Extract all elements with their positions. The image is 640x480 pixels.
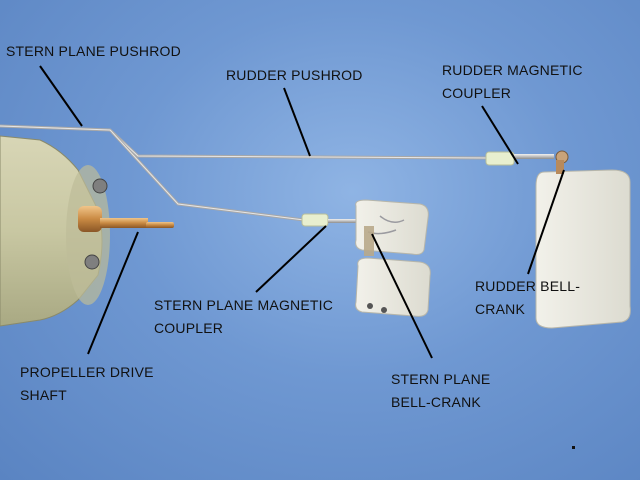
- leader-rudder-pushrod: [283, 87, 311, 157]
- leader-propeller-drive-shaft: [87, 231, 139, 355]
- label-rudder-magnetic-coupler: RUDDER MAGNETIC COUPLER: [442, 62, 583, 101]
- rudder-magnetic-coupler: [485, 150, 569, 166]
- label-rudder-bell-crank: RUDDER BELL- CRANK: [475, 278, 581, 317]
- stern-plane-fins: [355, 199, 431, 317]
- hull-body: [0, 135, 110, 327]
- leader-stern-plane-bell-crank: [371, 233, 433, 359]
- label-stern-plane-pushrod: STERN PLANE PUSHROD: [6, 43, 181, 59]
- leader-stern-plane-pushrod: [39, 65, 83, 127]
- small-dot: [572, 446, 575, 449]
- label-propeller-drive-shaft: PROPELLER DRIVE SHAFT: [20, 364, 154, 403]
- leader-lines: [39, 65, 565, 359]
- propeller-drive-shaft: [78, 206, 174, 232]
- rudder-fin: [535, 160, 631, 329]
- stern-plane-magnetic-coupler: [301, 213, 366, 227]
- label-rudder-pushrod: RUDDER PUSHROD: [226, 67, 363, 83]
- leader-rudder-bell-crank: [527, 169, 565, 275]
- leader-stern-plane-magnetic-coupler: [255, 225, 327, 293]
- label-stern-plane-bell-crank: STERN PLANE BELL-CRANK: [391, 371, 491, 410]
- stern-plane-pushrod: [110, 130, 305, 222]
- rudder-pushrod: [0, 124, 493, 160]
- label-stern-plane-magnetic-coupler: STERN PLANE MAGNETIC COUPLER: [154, 297, 334, 336]
- leader-rudder-magnetic-coupler: [481, 105, 519, 165]
